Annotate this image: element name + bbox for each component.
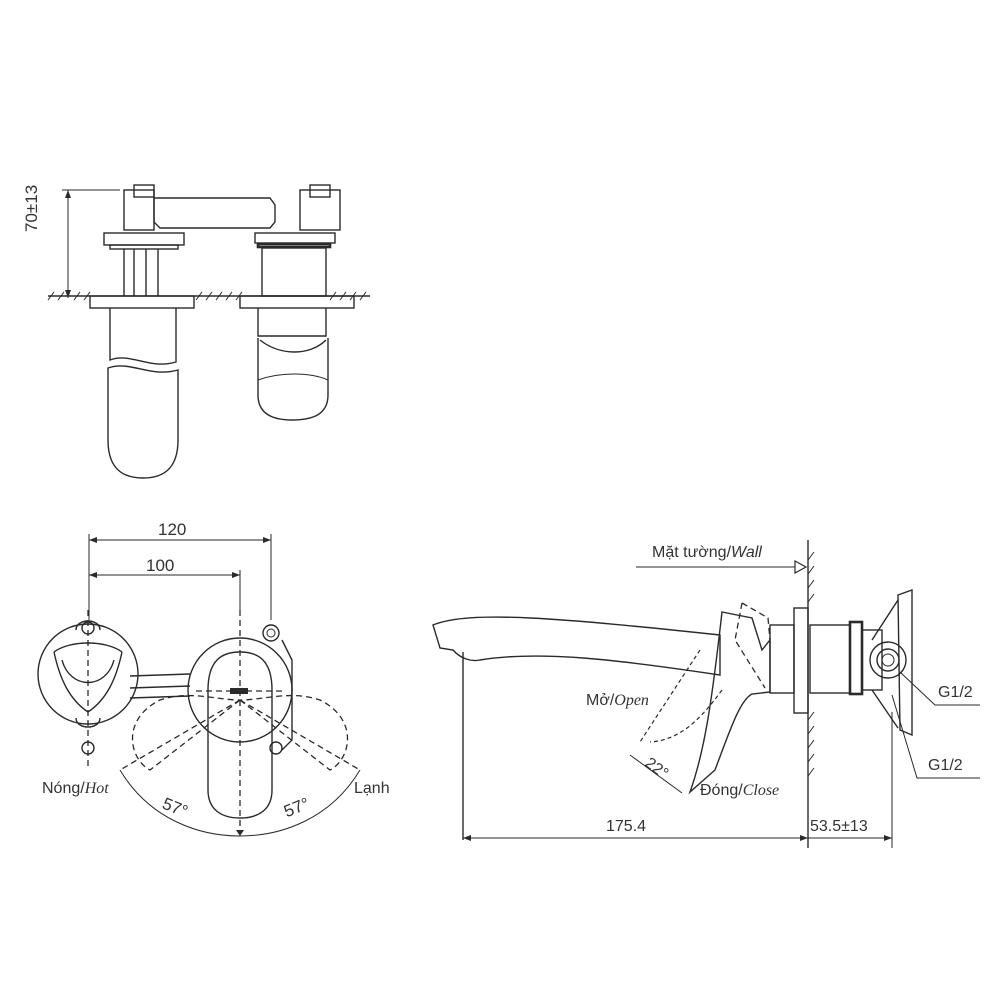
thread-value-2: G1/2	[928, 757, 963, 774]
dimension-100-label: 100	[146, 556, 174, 576]
close-label: Đóng/Close	[700, 782, 779, 800]
thread-label-2: G1/2	[928, 757, 963, 775]
open-label-vi: Mở/	[586, 692, 615, 709]
wall-label-en: Wall	[731, 544, 762, 561]
dimension-100-value: 100	[146, 556, 175, 575]
open-label-en: Open	[614, 692, 649, 709]
spout-length-dimension: 175.4	[606, 818, 646, 836]
height-dimension-value: 70±13	[22, 184, 41, 232]
height-dimension-label: 70±13	[22, 185, 42, 232]
cold-label: Lạnh	[354, 780, 390, 798]
depth-value: 53.5±13	[810, 818, 868, 835]
side-elevation-view	[47, 184, 370, 479]
thread-label-1: G1/2	[938, 684, 973, 702]
profile-view	[432, 540, 980, 848]
dimension-120-label: 120	[158, 520, 186, 540]
open-label: Mở/Open	[586, 692, 649, 710]
hot-label-en: Hot	[84, 780, 109, 797]
depth-dimension: 53.5±13	[810, 818, 868, 836]
spout-length-value: 175.4	[606, 818, 647, 835]
thread-value-1: G1/2	[938, 684, 973, 701]
dimension-120-value: 120	[158, 520, 187, 539]
wall-label: Mặt tường/Wall	[652, 544, 762, 562]
close-label-vi: Đóng/	[700, 782, 743, 799]
wall-label-vi: Mặt tường/	[652, 544, 732, 561]
hot-label: Nóng/Hot	[42, 780, 109, 798]
cold-label-vi: Lạnh	[354, 780, 390, 797]
front-view	[37, 534, 361, 837]
close-label-en: Close	[742, 782, 780, 799]
hot-label-vi: Nóng/	[42, 780, 85, 797]
